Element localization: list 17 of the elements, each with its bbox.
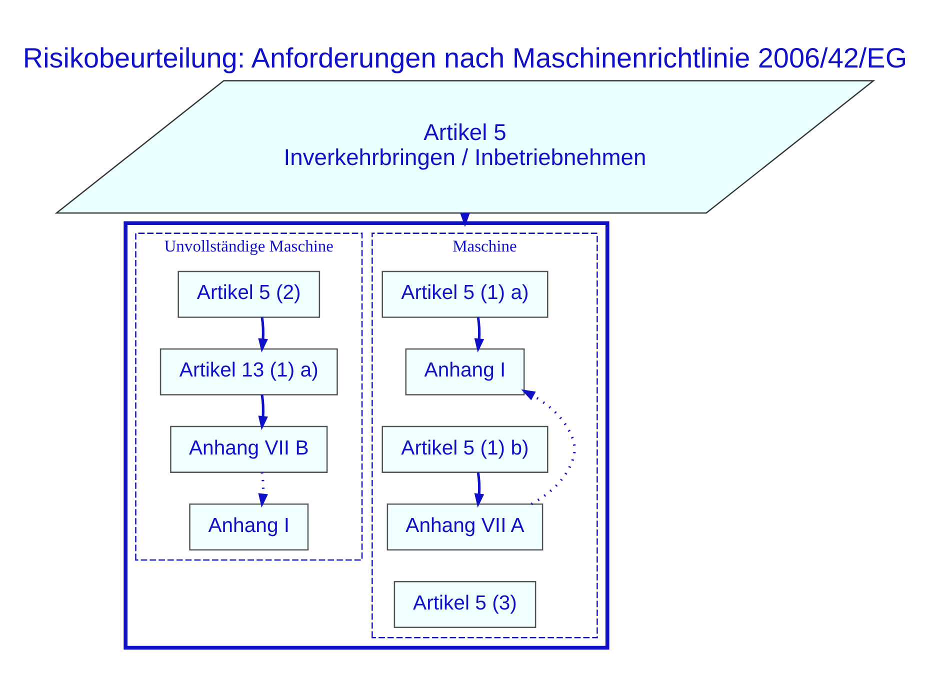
node-box: Anhang I [405,348,525,396]
arrow [258,472,268,508]
arrow [474,317,484,353]
arrow [474,472,484,508]
arrow [258,317,268,353]
node-box: Anhang VII B [170,426,328,473]
diagram-title: Risikobeurteilung: Anforderungen nach Maschinenrichtlinie 2006/42/EG [22,42,908,74]
cluster [124,221,610,650]
node-box: Artikel 5 (2) [178,270,320,318]
arrow [521,389,576,506]
node-box: Anhang I [189,503,309,550]
node-box: Artikel 5 (3) [394,581,536,628]
node-box: Artikel 5 (1) a) [382,270,548,318]
arrow [258,394,268,430]
node-box: Anhang VII A [386,503,544,550]
node-box: Artikel 5 (1) b) [382,426,548,473]
node-box: Artikel 13 (1) a) [160,348,338,396]
